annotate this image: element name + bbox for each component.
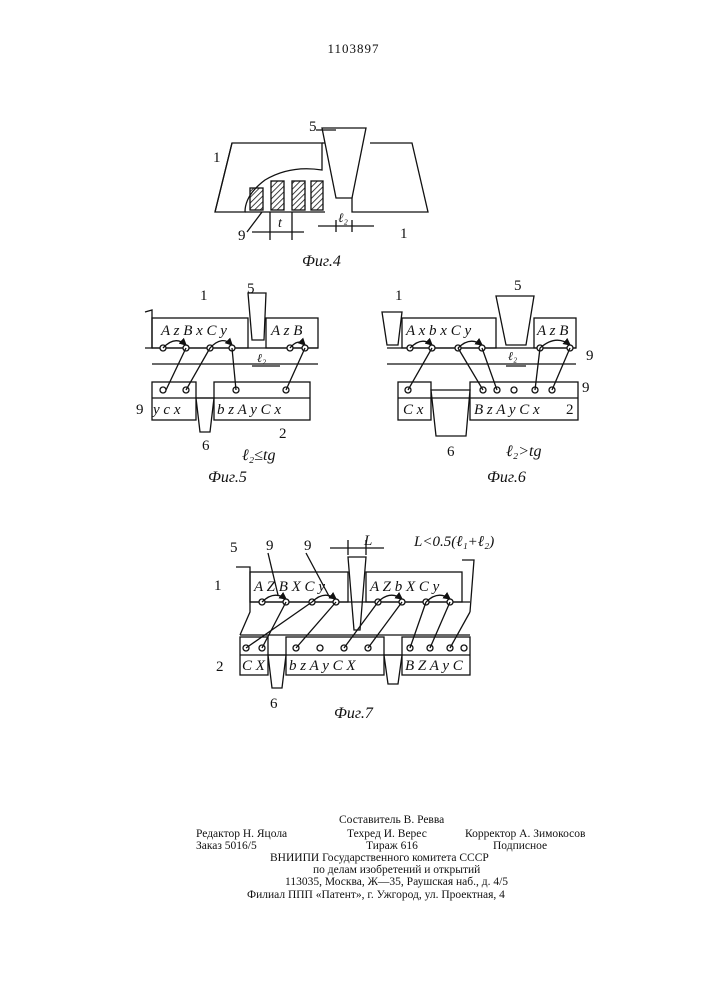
fig6-label-l2: ℓ₂: [508, 349, 517, 363]
fig6-label-9b: 9: [582, 380, 590, 396]
fig5-label-l2: ℓ₂: [257, 351, 266, 365]
compiler: Составитель В. Ревва: [339, 813, 444, 827]
fig7-label-L: L: [363, 533, 372, 549]
fig4-caption: Фиг.4: [302, 253, 341, 270]
fig5-label-6: 6: [202, 438, 210, 454]
fig6-label-2: 2: [566, 402, 574, 418]
fig4-label-5: 5: [309, 119, 317, 135]
fig4-label-l2: ℓ₂: [338, 210, 348, 225]
fig7-top-letters-left: A Z B X C y: [253, 579, 325, 595]
fig7-label-9a: 9: [266, 538, 274, 554]
fig6-bottom-letters-left: C x: [403, 402, 424, 418]
fig7-label-5: 5: [230, 540, 238, 556]
fig4-label-9: 9: [238, 228, 246, 244]
fig7-caption: Фиг.7: [334, 705, 374, 722]
fig5-bottom-letters-right: b z A y C x: [217, 402, 281, 418]
fig6-label-9a: 9: [586, 348, 594, 364]
fig7-bottom-letters-a: C X: [242, 658, 266, 674]
fig6-label-6: 6: [447, 444, 455, 460]
fig7-label-9b: 9: [304, 538, 312, 554]
fig5-condition: ℓ₂≤tg: [242, 447, 275, 464]
fig5-bottom-letters-left: y c x: [151, 402, 181, 418]
fig6-top-letters-right: A z B: [536, 323, 568, 339]
fig4-label-1-left: 1: [213, 150, 221, 166]
fig7-label-6: 6: [270, 696, 278, 712]
order: Заказ 5016/5: [196, 839, 257, 853]
fig7-top-letters-right: A Z b X C y: [369, 579, 440, 595]
fig5-label-9: 9: [136, 402, 144, 418]
fig5-top-letters-right: A z B: [270, 323, 302, 339]
fig5-label-2: 2: [279, 426, 287, 442]
fig6-condition: ℓ₂>tg: [506, 443, 541, 460]
fig5-label-1: 1: [200, 288, 208, 304]
fig5-label-5: 5: [247, 281, 255, 297]
fig6-top-letters: A x b x C y: [405, 323, 471, 339]
fig5-caption: Фиг.5: [208, 469, 247, 486]
fig6-label-5: 5: [514, 278, 522, 294]
fig6-label-1: 1: [395, 288, 403, 304]
subscription: Подписное: [493, 839, 547, 853]
fig6-bottom-letters-right: B z A y C x: [474, 402, 540, 418]
fig7-condition: L<0.5(ℓ₁+ℓ₂): [413, 534, 494, 550]
fig7-bottom-letters-c: B Z A y C: [405, 658, 464, 674]
fig7-bottom-letters-b: b z A y C X: [289, 658, 356, 674]
fig7-label-2: 2: [216, 659, 224, 675]
fig4-label-t: t: [278, 216, 283, 231]
fig5-top-letters: A z B x C y: [160, 323, 227, 339]
address: 113035, Москва, Ж—35, Раушская наб., д. …: [285, 875, 508, 889]
fig4-label-1-right: 1: [400, 226, 408, 242]
fig7-label-1: 1: [214, 578, 222, 594]
figure-4: [215, 128, 428, 240]
branch: Филиал ППП «Патент», г. Ужгород, ул. Про…: [247, 888, 505, 902]
fig6-caption: Фиг.6: [487, 469, 526, 486]
